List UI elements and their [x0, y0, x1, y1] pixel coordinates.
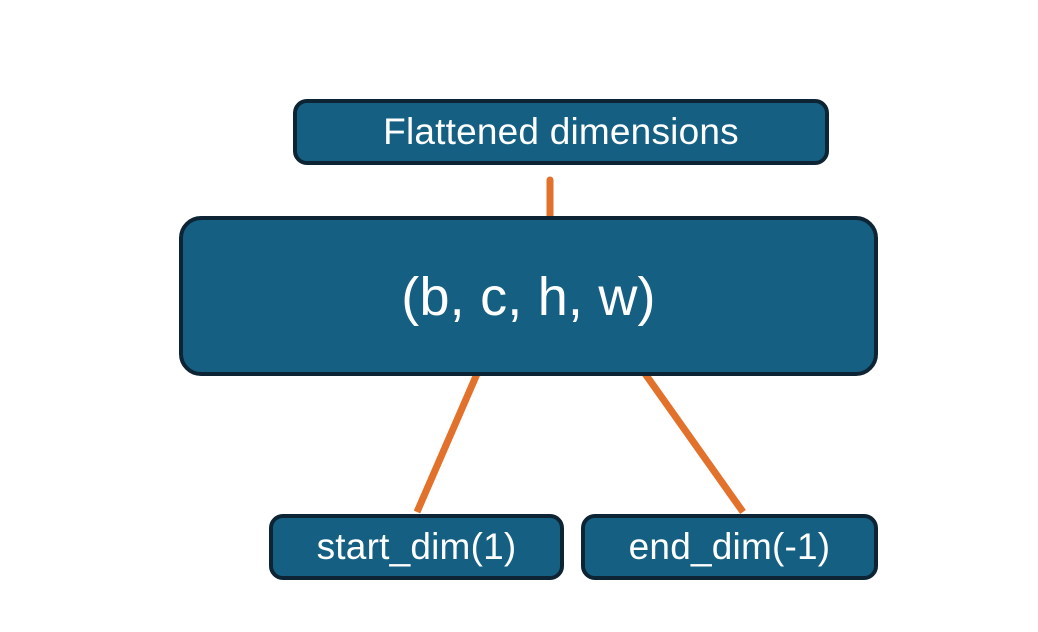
- node-end-dim-label: end_dim(-1): [628, 526, 831, 567]
- node-start-dim[interactable]: start_dim(1): [269, 514, 564, 580]
- node-start-dim-label: start_dim(1): [316, 526, 517, 567]
- node-tensor-shape-label: (b, c, h, w): [401, 267, 656, 327]
- node-flattened-dimensions-label: Flattened dimensions: [383, 111, 739, 152]
- node-end-dim[interactable]: end_dim(-1): [581, 514, 878, 580]
- node-tensor-shape[interactable]: (b, c, h, w): [179, 216, 878, 376]
- node-flattened-dimensions[interactable]: Flattened dimensions: [293, 99, 829, 165]
